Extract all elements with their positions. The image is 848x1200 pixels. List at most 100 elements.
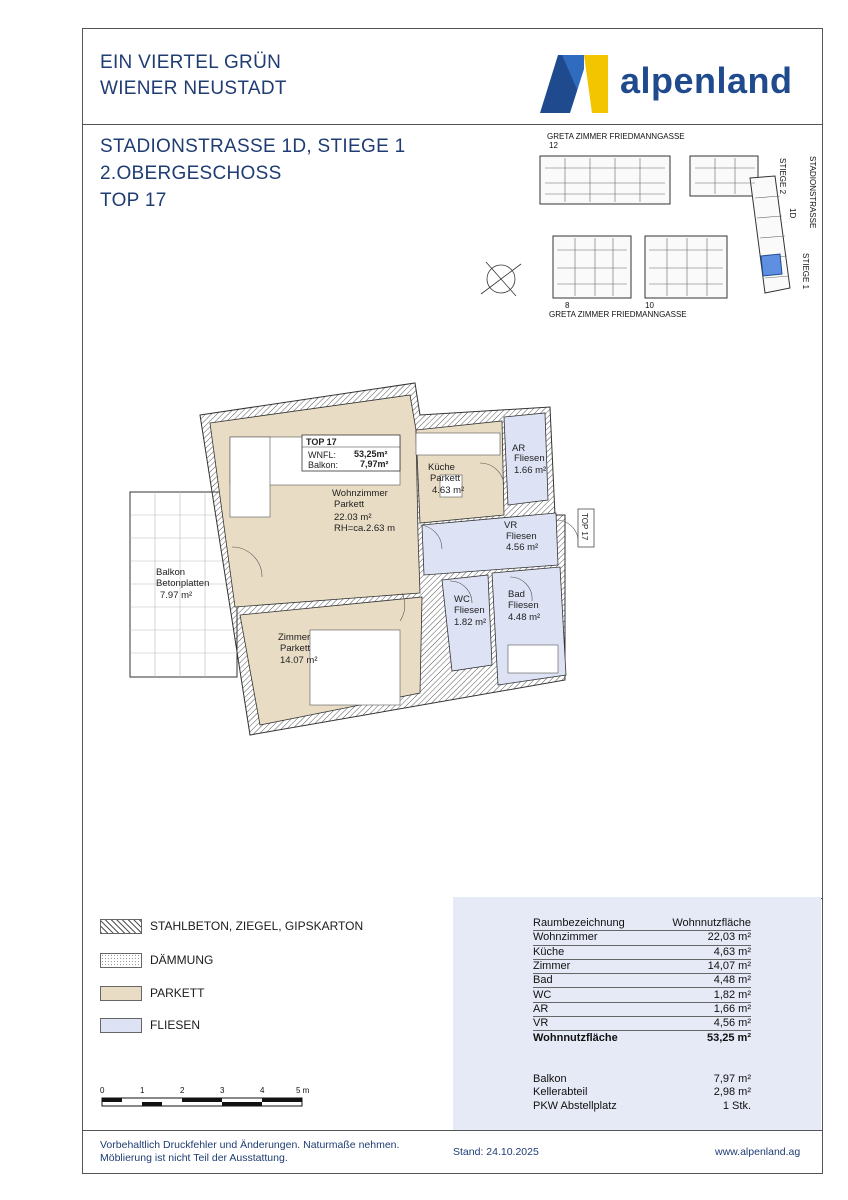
info-box-top: TOP 17 [306,437,337,447]
wc-name: WC [454,594,470,605]
kueche-area: 4.63 m² [432,485,464,496]
room-area: 4,48 m² [650,973,751,989]
kueche-name: Küche [428,462,455,473]
bad-area: 4.48 m² [508,612,540,623]
zimmer-floor-type: Parkett [280,643,310,654]
area-table-col1: Raumbezeichnung [533,917,651,932]
wohnzimmer-area: 22.03 m² [334,512,372,523]
scale-tick-4: 4 [260,1086,265,1095]
bad-name: Bad [508,589,525,600]
ar-name: AR [512,443,525,454]
stadionstrasse-label: STADIONSTRASSE [808,156,817,229]
ar-area: 1.66 m² [514,465,546,476]
room-area: 1,66 m² [650,1002,751,1018]
project-location: WIENER NEUSTADT [100,78,287,99]
total-label: Wohnnutzfläche [533,1031,618,1044]
legend-swatch-parkett [100,986,142,1001]
scale-tick-3: 3 [220,1086,225,1095]
total-value: 53,25 m² [706,1031,751,1044]
number-1d-label: 1D [788,208,797,219]
room-area: 4,56 m² [650,1016,751,1032]
vr-name: VR [504,520,517,531]
legend-label-parkett: PARKETT [150,986,205,1000]
wohnzimmer-name: Wohnzimmer [332,488,388,499]
project-name: EIN VIERTEL GRÜN [100,52,282,73]
room-name: AR [533,1002,651,1018]
header-divider [82,124,823,125]
bad-floor-type: Fliesen [508,600,539,611]
house-number-12: 12 [549,141,558,150]
vr-floor [421,512,559,576]
area-table-col2: Wohnnutzfläche [650,917,751,932]
room-name: Küche [533,945,651,960]
disclaimer-line2: Möblierung ist nicht Teil der Ausstattun… [100,1152,288,1164]
ar-floor [503,412,549,506]
page-frame [82,28,823,1174]
room-area: 4,63 m² [650,945,751,960]
scale-bar: 0 1 2 3 4 5 m [100,1086,310,1107]
table-row: Balkon 7,97 m² [533,1073,751,1086]
balkon-floor-type: Betonplatten [156,578,209,589]
footer-divider [82,1130,823,1131]
room-name: VR [533,1016,651,1032]
legend-label-fliesen: FLIESEN [150,1018,201,1032]
wc-area: 1.82 m² [454,617,486,628]
website-link[interactable]: www.alpenland.ag [715,1146,801,1158]
area-table: Raumbezeichnung Wohnnutzfläche Wohnzimme… [533,917,751,1045]
wohnzimmer-floor-type: Parkett [334,499,364,510]
legend-label-stahlbeton: STAHLBETON, ZIEGEL, GIPSKARTON [150,919,364,933]
room-area: 1,82 m² [650,987,751,1003]
scale-tick-0: 0 [100,1086,105,1095]
extra-value: 7,97 m² [713,1073,751,1086]
house-number-8: 8 [565,301,570,310]
stiege1-label: STIEGE 1 [801,253,810,290]
site-plan: GRETA ZIMMER FRIEDMANNGASSE 12 8 10 GRET… [485,128,825,328]
ar-floor-type: Fliesen [514,453,545,464]
disclaimer-line1: Vorbehaltlich Druckfehler und Änderungen… [100,1139,400,1151]
floor-level: 2.OBERGESCHOSS [100,163,282,184]
info-box-balkon-label: Balkon: [308,460,338,470]
vr-area: 4.56 m² [506,542,538,553]
room-name: Bad [533,973,651,989]
extra-name: Balkon [533,1073,567,1086]
wohnzimmer-height: RH=ca.2.63 m [334,523,395,534]
balkon-name: Balkon [156,567,185,578]
legend-swatch-fliesen [100,1018,142,1033]
area-table-header: Raumbezeichnung Wohnnutzfläche [533,917,751,932]
entry-tag: TOP 17 [580,513,589,541]
logo-text: alpenland [620,60,793,101]
address: STADIONSTRASSE 1D, STIEGE 1 [100,136,406,157]
zimmer-area: 14.07 m² [280,655,318,666]
info-box-wnfl-label: WNFL: [308,450,336,460]
wc-floor-type: Fliesen [454,605,485,616]
stand-date: Stand: 24.10.2025 [453,1146,539,1158]
room-name: Wohnzimmer [533,930,651,946]
balkon-area: 7.97 m² [160,590,192,601]
extra-name: PKW Abstellplatz [533,1099,617,1112]
area-table-panel: Raumbezeichnung Wohnnutzfläche Wohnzimme… [453,897,821,1130]
extra-value: 1 Stk. [722,1099,751,1112]
room-area: 14,07 m² [650,959,751,975]
scale-tick-5: 5 m [296,1086,310,1095]
table-row: PKW Abstellplatz 1 Stk. [533,1100,751,1113]
kueche-floor-type: Parkett [430,473,460,484]
street-top-label: GRETA ZIMMER FRIEDMANNGASSE [547,132,685,141]
unit-number: TOP 17 [100,190,167,211]
house-number-10: 10 [645,301,654,310]
entry-tag-box [577,508,595,548]
vr-floor-type: Fliesen [506,531,537,542]
total-row: Wohnnutzfläche 53,25 m² [533,1031,751,1045]
wc-floor [441,574,493,672]
legend-label-daemmung: DÄMMUNG [150,953,214,967]
extra-value: 2,98 m² [713,1086,751,1099]
info-box-wnfl-value: 53,25m² [354,449,388,459]
room-name: WC [533,987,651,1003]
room-name: Zimmer [533,959,651,975]
